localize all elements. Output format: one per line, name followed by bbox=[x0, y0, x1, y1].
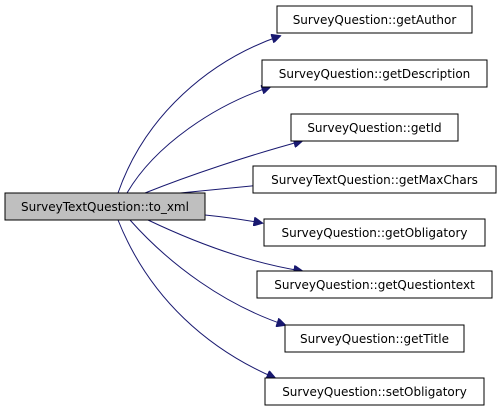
callee-node-gettitle[interactable]: SurveyQuestion::getTitle bbox=[284, 324, 465, 353]
callee-node-label: SurveyQuestion::getQuestiontext bbox=[274, 278, 475, 292]
root-node-box bbox=[4, 192, 206, 221]
callee-node-label: SurveyQuestion::getTitle bbox=[300, 332, 449, 346]
callee-node-box bbox=[261, 59, 488, 88]
callee-node-label: SurveyQuestion::setObligatory bbox=[282, 385, 467, 399]
callee-node-box bbox=[263, 218, 486, 247]
edges-layer bbox=[117, 36, 302, 378]
callee-node-setobligatory[interactable]: SurveyQuestion::setObligatory bbox=[264, 377, 485, 406]
root-node-label: SurveyTextQuestion::to_xml bbox=[21, 200, 189, 214]
callee-node-box bbox=[284, 324, 465, 353]
call-edge-getdescription bbox=[126, 87, 270, 194]
callee-node-box bbox=[256, 270, 493, 299]
callee-node-getauthor[interactable]: SurveyQuestion::getAuthor bbox=[276, 5, 473, 34]
callee-node-getobligatory[interactable]: SurveyQuestion::getObligatory bbox=[263, 218, 486, 247]
callee-node-getmaxchars[interactable]: SurveyTextQuestion::getMaxChars bbox=[252, 165, 497, 194]
callee-node-getdescription[interactable]: SurveyQuestion::getDescription bbox=[261, 59, 488, 88]
callee-node-label: SurveyQuestion::getDescription bbox=[279, 67, 471, 81]
callee-node-box bbox=[290, 113, 459, 142]
callee-node-label: SurveyQuestion::getAuthor bbox=[293, 13, 457, 27]
callee-node-getquestiontext[interactable]: SurveyQuestion::getQuestiontext bbox=[256, 270, 493, 299]
nodes-layer: SurveyTextQuestion::to_xml SurveyQuestio… bbox=[4, 5, 497, 406]
callee-node-box bbox=[276, 5, 473, 34]
call-edge-setobligatory bbox=[117, 219, 275, 378]
callee-node-getid[interactable]: SurveyQuestion::getId bbox=[290, 113, 459, 142]
callee-node-box bbox=[264, 377, 485, 406]
callee-node-label: SurveyQuestion::getObligatory bbox=[282, 226, 468, 240]
root-node[interactable]: SurveyTextQuestion::to_xml bbox=[4, 192, 206, 221]
callee-node-box bbox=[252, 165, 497, 194]
call-edge-gettitle bbox=[129, 219, 285, 325]
callee-node-label: SurveyTextQuestion::getMaxChars bbox=[271, 173, 478, 187]
call-edge-getauthor bbox=[117, 36, 280, 194]
callee-node-label: SurveyQuestion::getId bbox=[307, 121, 441, 135]
call-edge-getquestiontext bbox=[147, 219, 302, 271]
call-edge-getobligatory bbox=[204, 214, 262, 223]
call-edge-getid bbox=[144, 141, 302, 194]
